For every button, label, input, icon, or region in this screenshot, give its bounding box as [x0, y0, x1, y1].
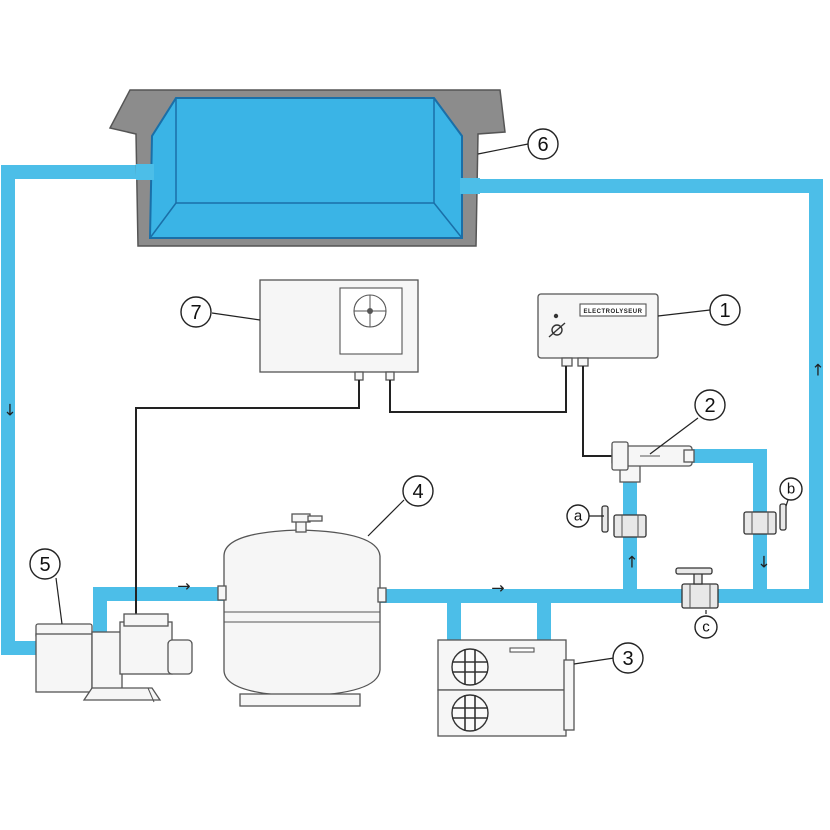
svg-text:b: b — [787, 481, 795, 498]
svg-text:4: 4 — [412, 481, 423, 503]
flow-arrow-bottom-1: → — [177, 577, 190, 596]
flow-arrow-left: ↓ — [3, 401, 16, 420]
callout-7: 7 — [180, 296, 212, 328]
callout-2: 2 — [694, 389, 726, 421]
filter-base — [239, 693, 361, 707]
electrolyser-label-plate — [579, 303, 647, 317]
pump-5 — [35, 613, 193, 703]
valve-label-c: c — [694, 615, 718, 639]
heatpump-side — [563, 659, 575, 731]
flow-arrow-bottom-2: → — [491, 579, 504, 598]
wiring — [135, 366, 612, 624]
pool-inner-right — [433, 202, 463, 239]
controller-7-dial-center — [367, 308, 373, 314]
pump-motor-end — [167, 639, 193, 675]
wire-controller-to-pump — [135, 380, 360, 624]
callout-6: 6 — [527, 128, 559, 160]
filter-4 — [217, 513, 387, 707]
pump-housing — [91, 631, 123, 699]
pipe-network — [1, 165, 823, 655]
wire-electrolyser-to-cell — [582, 366, 612, 457]
valve-c-handle — [675, 567, 713, 575]
electrolyser-logo-icon — [548, 322, 566, 338]
flow-arrows: ↓ ↑ → → ↑ ↓ — [3, 361, 824, 598]
filter-port-left — [217, 585, 227, 601]
valve-c-body — [681, 583, 719, 609]
callout-1: 1 — [709, 294, 741, 326]
svg-text:c: c — [702, 619, 710, 636]
cell-end — [683, 449, 695, 463]
pump-prefilter — [35, 633, 93, 693]
filter-valve-head — [291, 513, 311, 523]
valve-a-handle — [601, 505, 609, 533]
valve-b-handle — [779, 503, 787, 531]
controller-7 — [259, 279, 419, 381]
valve-c — [675, 567, 719, 609]
callout-4: 4 — [402, 475, 434, 507]
svg-text:3: 3 — [622, 648, 633, 670]
valve-label-b: b — [779, 477, 803, 501]
heatpump-handle — [509, 647, 535, 653]
svg-text:7: 7 — [190, 302, 201, 324]
svg-text:a: a — [574, 508, 583, 525]
valve-b — [743, 503, 787, 535]
pool-inner-back — [175, 98, 435, 204]
callout-5: 5 — [29, 548, 61, 580]
electrolyser-label: ELECTROLYSEUR — [584, 309, 643, 315]
pump-motor-block — [119, 621, 173, 675]
controller-7-port-left — [354, 371, 364, 381]
filter-body — [223, 529, 381, 697]
pipe-return-left — [1, 165, 148, 655]
valve-a — [601, 505, 647, 538]
electrolyser-port-left — [561, 357, 573, 367]
callout-3: 3 — [612, 642, 644, 674]
valve-a-body — [613, 514, 647, 538]
wire-controller-to-electrolyser — [389, 366, 567, 413]
pool-inner-top-right — [433, 97, 463, 137]
fan-grille-bottom-icon — [451, 694, 489, 732]
electrolyser-port-right — [577, 357, 589, 367]
cell-cap — [611, 441, 629, 471]
flow-arrow-valve-b: ↓ — [757, 553, 770, 572]
pump-foot — [147, 687, 155, 703]
filter-valve-lever — [307, 515, 323, 522]
pipe-inlet-right — [470, 179, 823, 603]
pool-outlet-left — [136, 164, 154, 180]
flow-arrow-valve-a: ↑ — [625, 553, 638, 572]
valve-b-body — [743, 511, 777, 535]
heat-pump-3 — [437, 639, 575, 737]
fan-grille-top-icon — [451, 648, 489, 686]
pool-inlet-right — [460, 178, 480, 194]
electrolysis-cell-2 — [611, 441, 695, 483]
svg-text:6: 6 — [537, 134, 548, 156]
svg-text:2: 2 — [704, 395, 715, 417]
svg-text:1: 1 — [719, 300, 730, 322]
pump-motor-cap — [123, 613, 169, 627]
filter-port-right — [377, 587, 387, 603]
pool-inner-top-left — [151, 97, 177, 137]
pump-base — [82, 687, 162, 701]
pool-water — [148, 97, 463, 239]
electrolyser-led — [553, 313, 559, 319]
pipe-pump-to-filter — [93, 587, 228, 636]
valve-label-a: a — [566, 504, 590, 528]
pool-inner-left — [149, 202, 177, 239]
controller-7-port-right — [385, 371, 395, 381]
flow-arrow-right: ↑ — [811, 361, 824, 380]
callout-leaders — [55, 143, 789, 665]
electrolyser-1: ELECTROLYSEUR — [537, 293, 659, 367]
pool — [108, 89, 506, 247]
pipe-cell-out — [690, 449, 767, 596]
svg-text:5: 5 — [39, 554, 50, 576]
